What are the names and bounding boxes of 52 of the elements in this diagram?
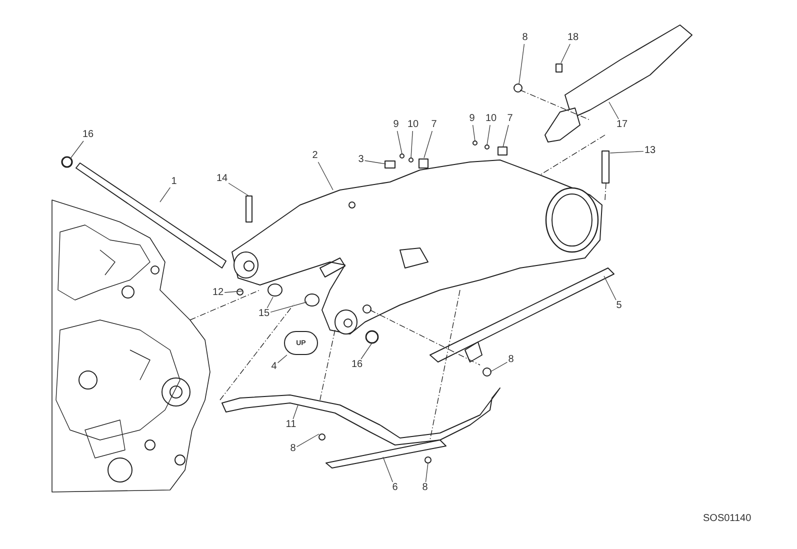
- drawing-code: SOS01140: [703, 513, 752, 524]
- leader-line: [560, 44, 570, 64]
- leader-line: [382, 456, 394, 482]
- leader-line: [292, 404, 298, 420]
- callout-number: 16: [81, 129, 95, 141]
- callout-number: 2: [311, 150, 319, 162]
- callout-number: 8: [521, 32, 529, 44]
- callout-number: 16: [350, 359, 364, 371]
- callout-number: 1: [170, 176, 178, 188]
- leader-line: [364, 160, 386, 164]
- callout-number: 7: [430, 119, 438, 131]
- callout-number: 14: [215, 173, 229, 185]
- callout-number: 9: [392, 119, 400, 131]
- leader-line: [425, 462, 428, 482]
- leader-line: [360, 342, 372, 360]
- leader-line: [518, 44, 525, 84]
- callout-number: 9: [468, 113, 476, 125]
- callout-number: 3: [357, 154, 365, 166]
- callout-number: 17: [615, 119, 629, 131]
- leader-line: [396, 130, 402, 154]
- leader-line: [160, 187, 171, 202]
- leader-line: [424, 130, 433, 158]
- callout-number: 8: [507, 354, 515, 366]
- leader-line: [490, 362, 508, 372]
- callout-number: 8: [289, 443, 297, 455]
- leader-line: [224, 290, 244, 293]
- callout-number: 13: [643, 145, 657, 157]
- leader-line: [70, 140, 84, 160]
- leader-line: [502, 124, 509, 148]
- leader-line: [277, 354, 288, 364]
- callout-number: 7: [506, 113, 514, 125]
- leader-line: [410, 130, 413, 158]
- leader-line: [228, 182, 250, 196]
- leader-line: [266, 296, 274, 308]
- leader-line: [608, 102, 619, 120]
- leader-line: [610, 150, 644, 154]
- callout-number: 15: [257, 308, 271, 320]
- callout-number: 11: [284, 419, 298, 431]
- callout-number: 10: [484, 113, 498, 125]
- leader-line: [296, 434, 320, 448]
- callout-number: 12: [211, 287, 225, 299]
- callout-number: 6: [391, 482, 399, 494]
- leader-line: [486, 124, 490, 146]
- callout-number: 8: [421, 482, 429, 494]
- callout-number: 10: [406, 119, 420, 131]
- callout-number: 5: [615, 300, 623, 312]
- callout-number: 4: [270, 361, 278, 373]
- leader-line: [604, 276, 616, 300]
- callout-number: 18: [566, 32, 580, 44]
- leader-line: [472, 124, 476, 142]
- leader-line: [270, 302, 308, 313]
- leader-line: [318, 162, 334, 190]
